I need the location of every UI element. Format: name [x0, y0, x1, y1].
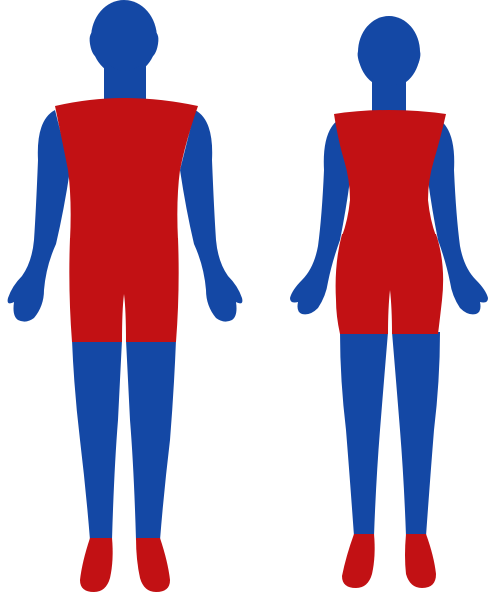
- female-upper-legs: [336, 234, 444, 334]
- female-feet: [342, 534, 436, 588]
- female-head-neck: [358, 16, 421, 114]
- female-lower-legs: [340, 332, 440, 536]
- female-torso: [334, 110, 446, 236]
